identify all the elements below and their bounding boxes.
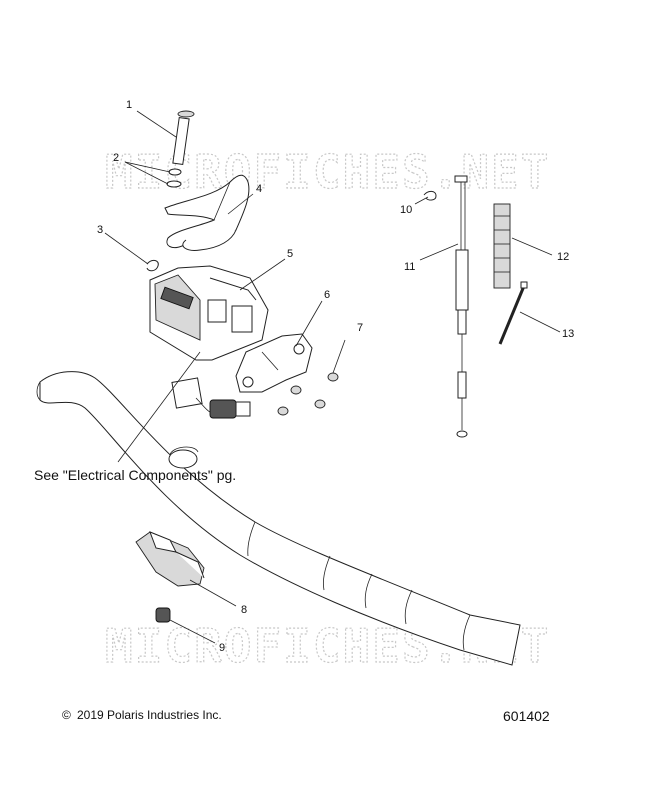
copyright-text: 2019 Polaris Industries Inc. (77, 708, 222, 722)
callout-9: 9 (219, 642, 225, 654)
part-4-lever-bracket (164, 174, 250, 251)
part-1-pin (172, 110, 195, 166)
part-5-switch-housing (149, 265, 269, 361)
part-6-clamp (235, 333, 313, 393)
callout-13: 13 (562, 328, 574, 340)
callout-5: 5 (287, 248, 293, 260)
part-9-plug (155, 607, 171, 623)
callout-10: 10 (400, 204, 412, 216)
connector (171, 377, 251, 419)
part-2-washers (166, 168, 182, 188)
callout-4: 4 (256, 183, 262, 195)
callout-2: 2 (113, 152, 119, 164)
callout-3: 3 (97, 224, 103, 236)
part-3-clip (146, 259, 159, 272)
callout-1: 1 (126, 99, 132, 111)
part-7-screws (277, 372, 339, 416)
part-12-tubing (493, 203, 511, 289)
leader-lines (104, 110, 561, 644)
callout-12: 12 (557, 251, 569, 263)
part-11-cable (454, 175, 469, 438)
callout-8: 8 (241, 604, 247, 616)
part-13-cable-tie (498, 281, 528, 345)
electrical-components-note: See "Electrical Components" pg. (34, 467, 237, 483)
copyright-symbol: © (62, 708, 71, 722)
callout-labels: 1 2 3 4 5 6 7 8 9 10 11 12 13 (97, 99, 574, 654)
callout-6: 6 (324, 289, 330, 301)
part-8-switch-cover (135, 531, 205, 587)
figure-number: 601402 (503, 708, 550, 724)
callout-11: 11 (404, 261, 415, 273)
callout-7: 7 (357, 322, 363, 334)
handlebar (36, 371, 521, 666)
